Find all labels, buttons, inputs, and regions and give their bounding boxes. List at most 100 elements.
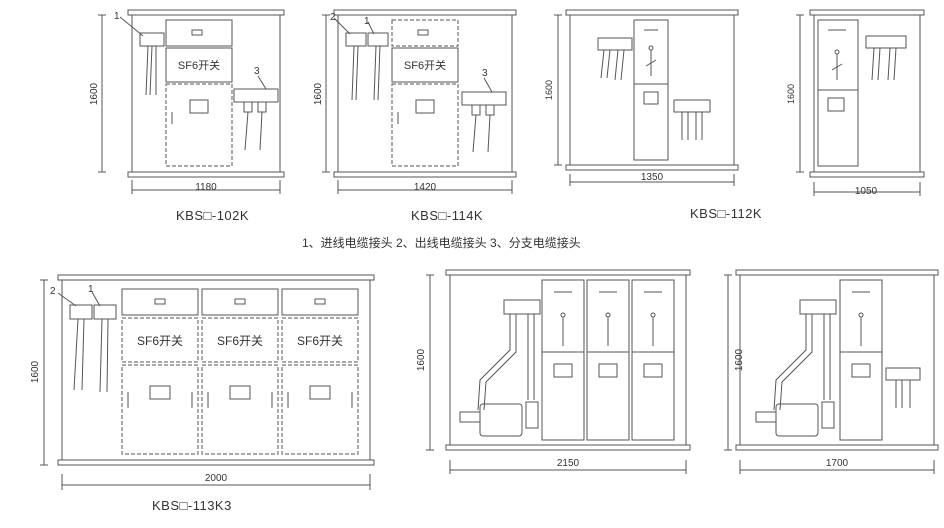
sf6-label: SF6开关: [178, 58, 220, 72]
ring-main-unit: [541, 279, 585, 441]
model-label-kbs-102k: KBS□-102K: [176, 208, 250, 223]
cabinet-body: [569, 14, 735, 166]
incoming-cable-connector: [139, 32, 165, 96]
connector-legend: 1、进线电缆接头 2、出线电缆接头 3、分支电缆接头: [302, 236, 581, 250]
cabinet-body: [61, 279, 371, 461]
callout-1: 1: [114, 11, 120, 22]
cabinet-body: [449, 274, 687, 446]
cabinet-roof: [445, 269, 691, 276]
height-dimension: 1600: [786, 84, 796, 104]
cabinet-roof: [809, 9, 925, 16]
cabinet-base: [735, 444, 939, 451]
height-dimension: 1600: [89, 82, 100, 105]
callout-leader: [367, 21, 375, 35]
width-dimension: 1350: [641, 172, 664, 183]
sf6-switch-panel: [165, 47, 233, 83]
callout-leader: [57, 292, 77, 307]
incoming-cable-connector: [367, 32, 389, 101]
cabinet-body: [813, 14, 921, 173]
cabinet-body: [337, 14, 513, 173]
sf6-label: SF6开关: [137, 334, 183, 348]
transformer-box: [775, 403, 819, 437]
cabinet-base: [445, 444, 691, 451]
cabinet-base: [57, 459, 375, 466]
width-dimension: 2150: [557, 458, 580, 469]
cabinet-kbs-113k3: SF6开关 SF6开关 SF6开关 2 1 2000 1600: [30, 274, 375, 490]
branch-cable-connector: [233, 88, 279, 151]
branch-cable-connector: [885, 367, 921, 408]
callout-leader: [257, 75, 267, 90]
callout-leader: [333, 17, 351, 35]
callout-leader: [91, 291, 101, 307]
cabinet-roof: [735, 269, 939, 276]
cabinet-1050: 1050 1600: [786, 9, 925, 197]
unit-window: [643, 91, 659, 105]
callout-1: 1: [364, 16, 370, 27]
lower-door: [281, 364, 359, 455]
transformer-cable-assembly: [459, 299, 541, 437]
ring-main-unit: [631, 279, 675, 441]
door-window: [415, 99, 435, 114]
sf6-label: SF6开关: [404, 58, 446, 72]
lower-door: [201, 364, 279, 455]
cable-connectors: [69, 304, 117, 393]
door-window: [189, 99, 209, 114]
callout-2: 2: [330, 12, 336, 23]
width-dimension: 1700: [826, 458, 849, 469]
transformer-box: [479, 403, 523, 437]
width-dimension: 1180: [195, 182, 217, 193]
switch-upper-panel: [121, 288, 199, 316]
model-label-kbs-112k: KBS□-112K: [690, 206, 763, 221]
cabinet-body: [131, 14, 281, 173]
cabinet-base: [809, 171, 925, 178]
ring-main-unit: [839, 279, 883, 441]
callout-leader: [483, 77, 493, 93]
cabinet-1700: 1700 1600: [724, 269, 939, 474]
cabinet-kbs-112k: 1350 1600: [544, 9, 739, 186]
switch-upper-panel: [281, 288, 359, 316]
callout-1: 1: [88, 284, 94, 295]
sf6-switch-panel: [121, 317, 199, 363]
ring-main-unit: [633, 19, 669, 161]
unit-window: [827, 97, 845, 112]
branch-cable-connector: [673, 99, 711, 140]
cabinet-kbs-114k: SF6开关 2 1 3 1420 1600: [313, 9, 517, 194]
branch-cable-connector: [461, 91, 507, 153]
height-dimension: 1600: [734, 348, 745, 371]
height-dimension: 1600: [313, 82, 324, 105]
height-dimension: 1600: [544, 80, 554, 100]
cabinet-roof: [57, 274, 375, 281]
sf6-switch-panel: [201, 317, 279, 363]
sf6-switch-panel: [391, 47, 459, 83]
cabinet-base: [333, 171, 517, 178]
height-dimension: 1600: [416, 348, 427, 371]
cabinet-base: [127, 171, 285, 178]
width-dimension: 2000: [205, 473, 228, 484]
cabinet-roof: [333, 9, 517, 16]
height-dimension: 1600: [30, 360, 41, 383]
model-label-kbs-114k: KBS□-114K: [411, 208, 484, 223]
indicator-window: [417, 29, 429, 36]
lower-door: [165, 83, 233, 167]
ring-main-unit: [817, 19, 859, 167]
callout-3: 3: [254, 66, 260, 77]
ring-main-unit: [586, 279, 630, 441]
switch-upper-panel: [165, 19, 233, 47]
outgoing-cable-connector: [345, 32, 367, 101]
cabinet-roof: [127, 9, 285, 16]
cable-connector: [865, 35, 907, 81]
cabinet-body: [739, 274, 935, 446]
cabinet-kbs-102k: SF6开关 1 3 1180 1600: [89, 9, 285, 194]
switch-upper-panel: [201, 288, 279, 316]
indicator-window: [191, 29, 203, 36]
callout-leader: [119, 16, 144, 37]
sf6-label: SF6开关: [297, 334, 343, 348]
width-dimension: 1420: [414, 182, 437, 193]
lower-door: [391, 83, 459, 167]
incoming-cable-connector: [597, 37, 633, 81]
sf6-switch-panel: [281, 317, 359, 363]
switch-upper-panel: [391, 19, 459, 47]
model-label-kbs-113k3: KBS□-113K3: [152, 498, 232, 513]
